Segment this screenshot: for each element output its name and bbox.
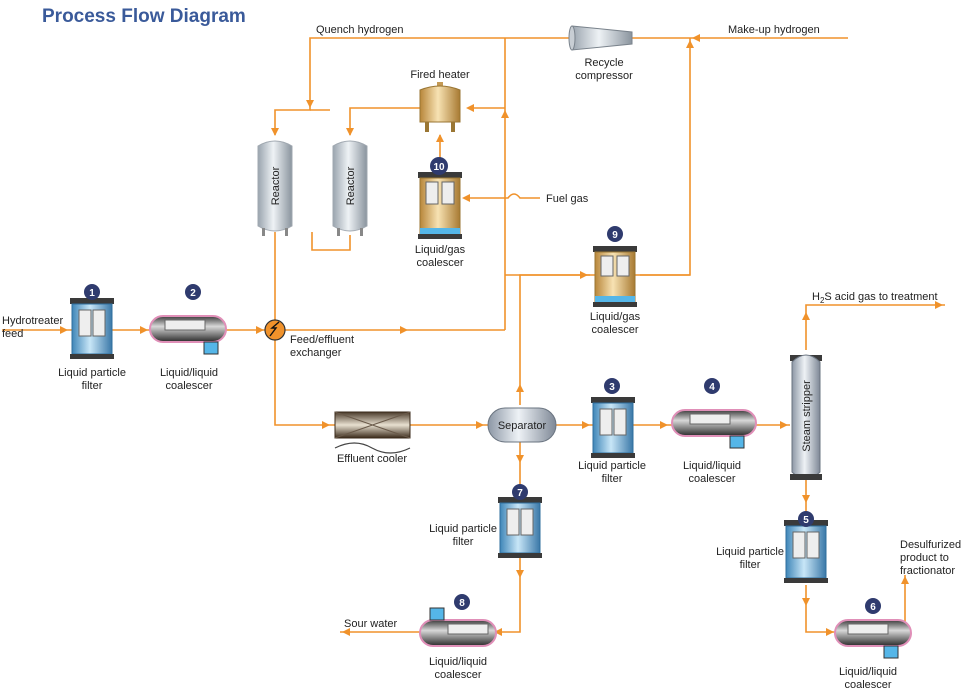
badge-3: 3: [604, 378, 620, 394]
svg-text:8: 8: [459, 598, 465, 609]
svg-text:9: 9: [612, 230, 618, 241]
badge-7: 7: [512, 484, 528, 500]
unit-4-label-2: coalescer: [688, 473, 735, 485]
unit-7-label-1: Liquid particle: [429, 523, 497, 535]
reactor-2-label: Reactor: [345, 166, 357, 205]
svg-text:7: 7: [517, 488, 523, 499]
h2s-label: H2S acid gas to treatment: [812, 291, 938, 305]
steam-stripper-label: Steam stripper: [801, 380, 813, 452]
badge-2: 2: [185, 284, 201, 300]
svg-text:4: 4: [709, 382, 715, 393]
quench-hydrogen-label: Quench hydrogen: [316, 24, 403, 36]
feed-effluent-exchanger-label-2: exchanger: [290, 347, 342, 359]
feed-effluent-exchanger-label-1: Feed/effluent: [290, 334, 354, 346]
liquid-particle-filter-5: [784, 520, 828, 583]
fired-heater-label: Fired heater: [410, 69, 470, 81]
fuel-gas-label: Fuel gas: [546, 193, 589, 205]
unit-5-label-1: Liquid particle: [716, 546, 784, 558]
steam-stripper: [790, 354, 822, 480]
liquid-particle-filter-7: [498, 497, 542, 558]
unit-2-label-1: Liquid/liquid: [160, 367, 218, 379]
svg-text:1: 1: [89, 288, 95, 299]
reactor-1-label: Reactor: [270, 166, 282, 205]
unit-1-label-1: Liquid particle: [58, 367, 126, 379]
badge-4: 4: [704, 378, 720, 394]
unit-3-label-1: Liquid particle: [578, 460, 646, 472]
fired-heater: [419, 82, 461, 132]
unit-10-label-1: Liquid/gas: [415, 244, 466, 256]
svg-text:5: 5: [803, 515, 809, 526]
recycle-compressor-label-1: Recycle: [584, 57, 623, 69]
unit-7-label-2: filter: [453, 536, 474, 548]
liquid-gas-coalescer-9: [593, 246, 637, 307]
unit-8-label-2: coalescer: [434, 669, 481, 681]
recycle-compressor: [568, 25, 633, 51]
unit-10-label-2: coalescer: [416, 257, 463, 269]
unit-badges: 1 2 3 4 5 6 7 8 9 10: [84, 157, 881, 614]
unit-6-label-2: coalescer: [844, 679, 891, 691]
liquid-liquid-coalescer-4: [671, 409, 757, 449]
sour-water-label: Sour water: [344, 618, 398, 630]
liquid-liquid-coalescer-6: [834, 619, 912, 659]
unit-9-label-2: coalescer: [591, 324, 638, 336]
feed-effluent-exchanger: [264, 319, 286, 341]
make-up-hydrogen-label: Make-up hydrogen: [728, 24, 820, 36]
diagram-title: Process Flow Diagram: [42, 6, 246, 27]
badge-5: 5: [798, 511, 814, 527]
effluent-cooler: [334, 411, 411, 454]
svg-text:6: 6: [870, 602, 876, 613]
unit-2-label-2: coalescer: [165, 380, 212, 392]
recycle-compressor-label-2: compressor: [575, 70, 633, 82]
svg-text:2: 2: [190, 288, 196, 299]
svg-text:10: 10: [433, 162, 445, 173]
desulfurized-label-2: product to: [900, 552, 949, 564]
unit-1-label-2: filter: [82, 380, 103, 392]
liquid-particle-filter-1: [70, 298, 114, 359]
effluent-cooler-label: Effluent cooler: [337, 453, 407, 465]
badge-6: 6: [865, 598, 881, 614]
unit-5-label-2: filter: [740, 559, 761, 571]
liquid-particle-filter-3: [591, 397, 635, 458]
unit-8-label-1: Liquid/liquid: [429, 656, 487, 668]
liquid-liquid-coalescer-8: [419, 607, 497, 647]
desulfurized-label-3: fractionator: [900, 565, 955, 577]
unit-3-label-2: filter: [602, 473, 623, 485]
unit-9-label-1: Liquid/gas: [590, 311, 641, 323]
separator-label: Separator: [498, 420, 547, 432]
unit-6-label-1: Liquid/liquid: [839, 666, 897, 678]
reactor-1: [257, 140, 293, 236]
liquid-liquid-coalescer-2: [149, 315, 227, 355]
unit-4-label-1: Liquid/liquid: [683, 460, 741, 472]
hydrotreater-feed-label-1: Hydrotreater: [2, 315, 63, 327]
badge-8: 8: [454, 594, 470, 610]
reactor-2: [332, 140, 368, 236]
badge-1: 1: [84, 284, 100, 300]
svg-text:3: 3: [609, 382, 615, 393]
badge-9: 9: [607, 226, 623, 242]
badge-10: 10: [430, 157, 448, 175]
hydrotreater-feed-label-2: feed: [2, 328, 23, 340]
desulfurized-label-1: Desulfurized: [900, 539, 961, 551]
labels: Quench hydrogen Make-up hydrogen Recycle…: [2, 24, 961, 691]
liquid-gas-coalescer-10: [418, 172, 462, 239]
separator: [487, 407, 557, 443]
flow-lines: [2, 34, 945, 636]
